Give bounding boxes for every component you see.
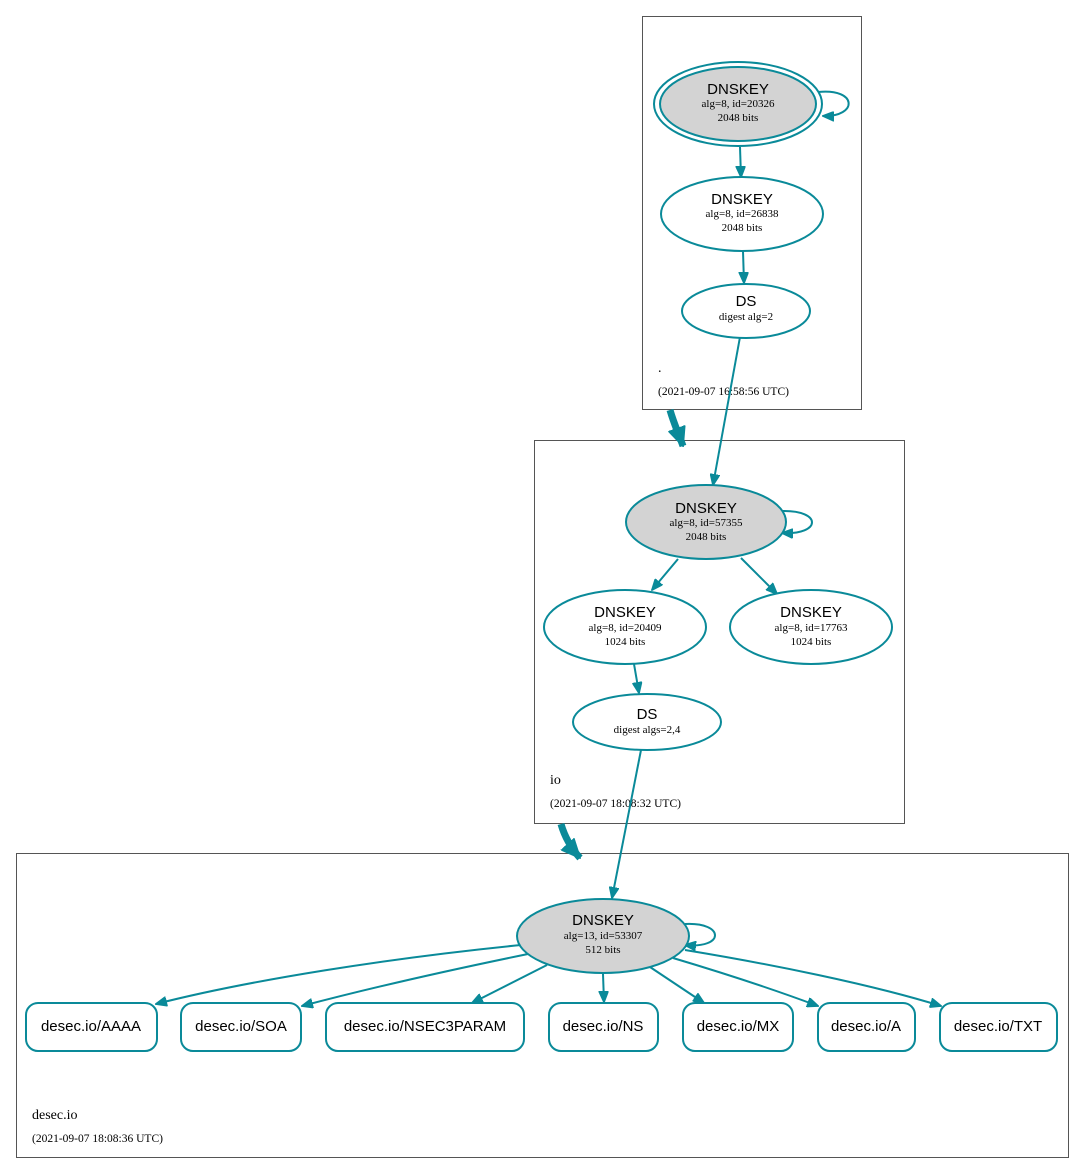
root-zsk-node[interactable]: DNSKEY alg=8, id=26838 2048 bits	[660, 176, 824, 252]
io-zsk2-ellipse	[729, 589, 893, 665]
edge-desec-key-to-mx	[649, 966, 704, 1003]
edge-desec-key-to-nsec3param	[472, 964, 548, 1003]
delegation-arrow-root-to-io	[666, 409, 687, 446]
root-ksk-outer-ring	[653, 61, 823, 147]
edge-root-zsk-to-ds	[743, 250, 744, 283]
rrset-soa-box	[180, 1002, 302, 1052]
rrset-txt[interactable]: desec.io/TXT	[939, 1002, 1058, 1052]
root-zsk-type: DNSKEY	[711, 191, 773, 208]
root-ksk-alg-id: alg=8, id=20326	[702, 98, 775, 110]
io-ksk-bits: 2048 bits	[686, 531, 727, 543]
io-ksk-ellipse	[625, 484, 787, 560]
rrset-aaaa-box	[25, 1002, 158, 1052]
root-zsk-ellipse	[660, 176, 824, 252]
io-zsk1-bits: 1024 bits	[605, 636, 646, 648]
rrset-soa[interactable]: desec.io/SOA	[180, 1002, 302, 1052]
io-zsk2-node[interactable]: DNSKEY alg=8, id=17763 1024 bits	[729, 589, 893, 665]
zone-timestamp-root: (2021-09-07 16:58:56 UTC)	[658, 386, 789, 398]
zone-name-root: .	[658, 361, 662, 376]
zone-timestamp-io: (2021-09-07 18:08:32 UTC)	[550, 798, 681, 810]
rrset-nsec3param[interactable]: desec.io/NSEC3PARAM	[325, 1002, 525, 1052]
root-zsk-alg-id: alg=8, id=26838	[706, 208, 779, 220]
rrset-a[interactable]: desec.io/A	[817, 1002, 916, 1052]
root-ds-ellipse	[681, 283, 811, 339]
desec-key-node[interactable]: DNSKEY alg=13, id=53307 512 bits	[516, 898, 690, 974]
root-zsk-bits: 2048 bits	[722, 222, 763, 234]
io-ksk-alg-id: alg=8, id=57355	[670, 517, 743, 529]
io-ds-type: DS	[637, 706, 658, 723]
io-zsk2-alg-id: alg=8, id=17763	[775, 622, 848, 634]
self-loop-io-ksk	[782, 509, 813, 533]
io-zsk1-alg-id: alg=8, id=20409	[589, 622, 662, 634]
edge-io-ds-to-desec-key	[612, 749, 642, 898]
edge-io-ksk-to-zsk1	[652, 558, 679, 590]
rrset-txt-label: desec.io/TXT	[954, 1018, 1042, 1035]
io-ksk-type: DNSKEY	[675, 500, 737, 517]
io-zsk1-ellipse	[543, 589, 707, 665]
edge-root-ds-to-io-ksk	[713, 336, 741, 485]
rrset-a-label: desec.io/A	[831, 1018, 901, 1035]
rrset-nsec3param-label: desec.io/NSEC3PARAM	[344, 1018, 506, 1035]
zone-timestamp-desec-io: (2021-09-07 18:08:36 UTC)	[32, 1133, 163, 1145]
desec-key-bits: 512 bits	[585, 944, 620, 956]
root-ds-digest: digest alg=2	[719, 311, 773, 323]
io-ds-ellipse	[572, 693, 722, 751]
self-loop-root-ksk	[817, 90, 850, 116]
self-loop-desec-key	[685, 922, 716, 946]
edge-desec-key-to-soa	[302, 953, 529, 1006]
zone-name-io: io	[550, 773, 561, 788]
rrset-ns[interactable]: desec.io/NS	[548, 1002, 659, 1052]
desec-key-ellipse	[516, 898, 690, 974]
edge-io-ksk-to-zsk2	[740, 557, 777, 594]
rrset-ns-label: desec.io/NS	[563, 1018, 644, 1035]
root-ksk-ellipse	[659, 66, 817, 142]
edge-desec-key-to-ns	[603, 973, 604, 1002]
rrset-mx-label: desec.io/MX	[697, 1018, 780, 1035]
io-ksk-node[interactable]: DNSKEY alg=8, id=57355 2048 bits	[625, 484, 787, 560]
rrset-aaaa[interactable]: desec.io/AAAA	[25, 1002, 158, 1052]
rrset-soa-label: desec.io/SOA	[195, 1018, 287, 1035]
io-ds-node[interactable]: DS digest algs=2,4	[572, 693, 722, 751]
rrset-a-box	[817, 1002, 916, 1052]
desec-key-alg-id: alg=13, id=53307	[564, 930, 643, 942]
rrset-mx[interactable]: desec.io/MX	[682, 1002, 794, 1052]
root-ds-node[interactable]: DS digest alg=2	[681, 283, 811, 339]
rrset-mx-box	[682, 1002, 794, 1052]
edge-root-ksk-to-zsk	[740, 146, 741, 177]
root-ksk-type: DNSKEY	[707, 81, 769, 98]
rrset-txt-box	[939, 1002, 1058, 1052]
edge-io-zsk1-to-ds	[634, 663, 639, 693]
io-zsk2-bits: 1024 bits	[791, 636, 832, 648]
rrset-ns-box	[548, 1002, 659, 1052]
io-ds-digest: digest algs=2,4	[614, 724, 681, 736]
edge-desec-key-to-aaaa	[156, 944, 522, 1004]
root-ds-type: DS	[736, 293, 757, 310]
edge-desec-key-to-a	[672, 957, 818, 1006]
delegation-arrow-io-to-desec	[557, 822, 583, 861]
rrset-aaaa-label: desec.io/AAAA	[41, 1018, 141, 1035]
root-ksk-bits: 2048 bits	[718, 112, 759, 124]
desec-key-type: DNSKEY	[572, 912, 634, 929]
io-zsk2-type: DNSKEY	[780, 604, 842, 621]
rrset-nsec3param-box	[325, 1002, 525, 1052]
io-zsk1-node[interactable]: DNSKEY alg=8, id=20409 1024 bits	[543, 589, 707, 665]
io-zsk1-type: DNSKEY	[594, 604, 656, 621]
edge-desec-key-to-txt	[684, 949, 941, 1006]
zone-name-desec-io: desec.io	[32, 1108, 77, 1123]
root-ksk-node[interactable]: DNSKEY alg=8, id=20326 2048 bits	[653, 61, 823, 147]
